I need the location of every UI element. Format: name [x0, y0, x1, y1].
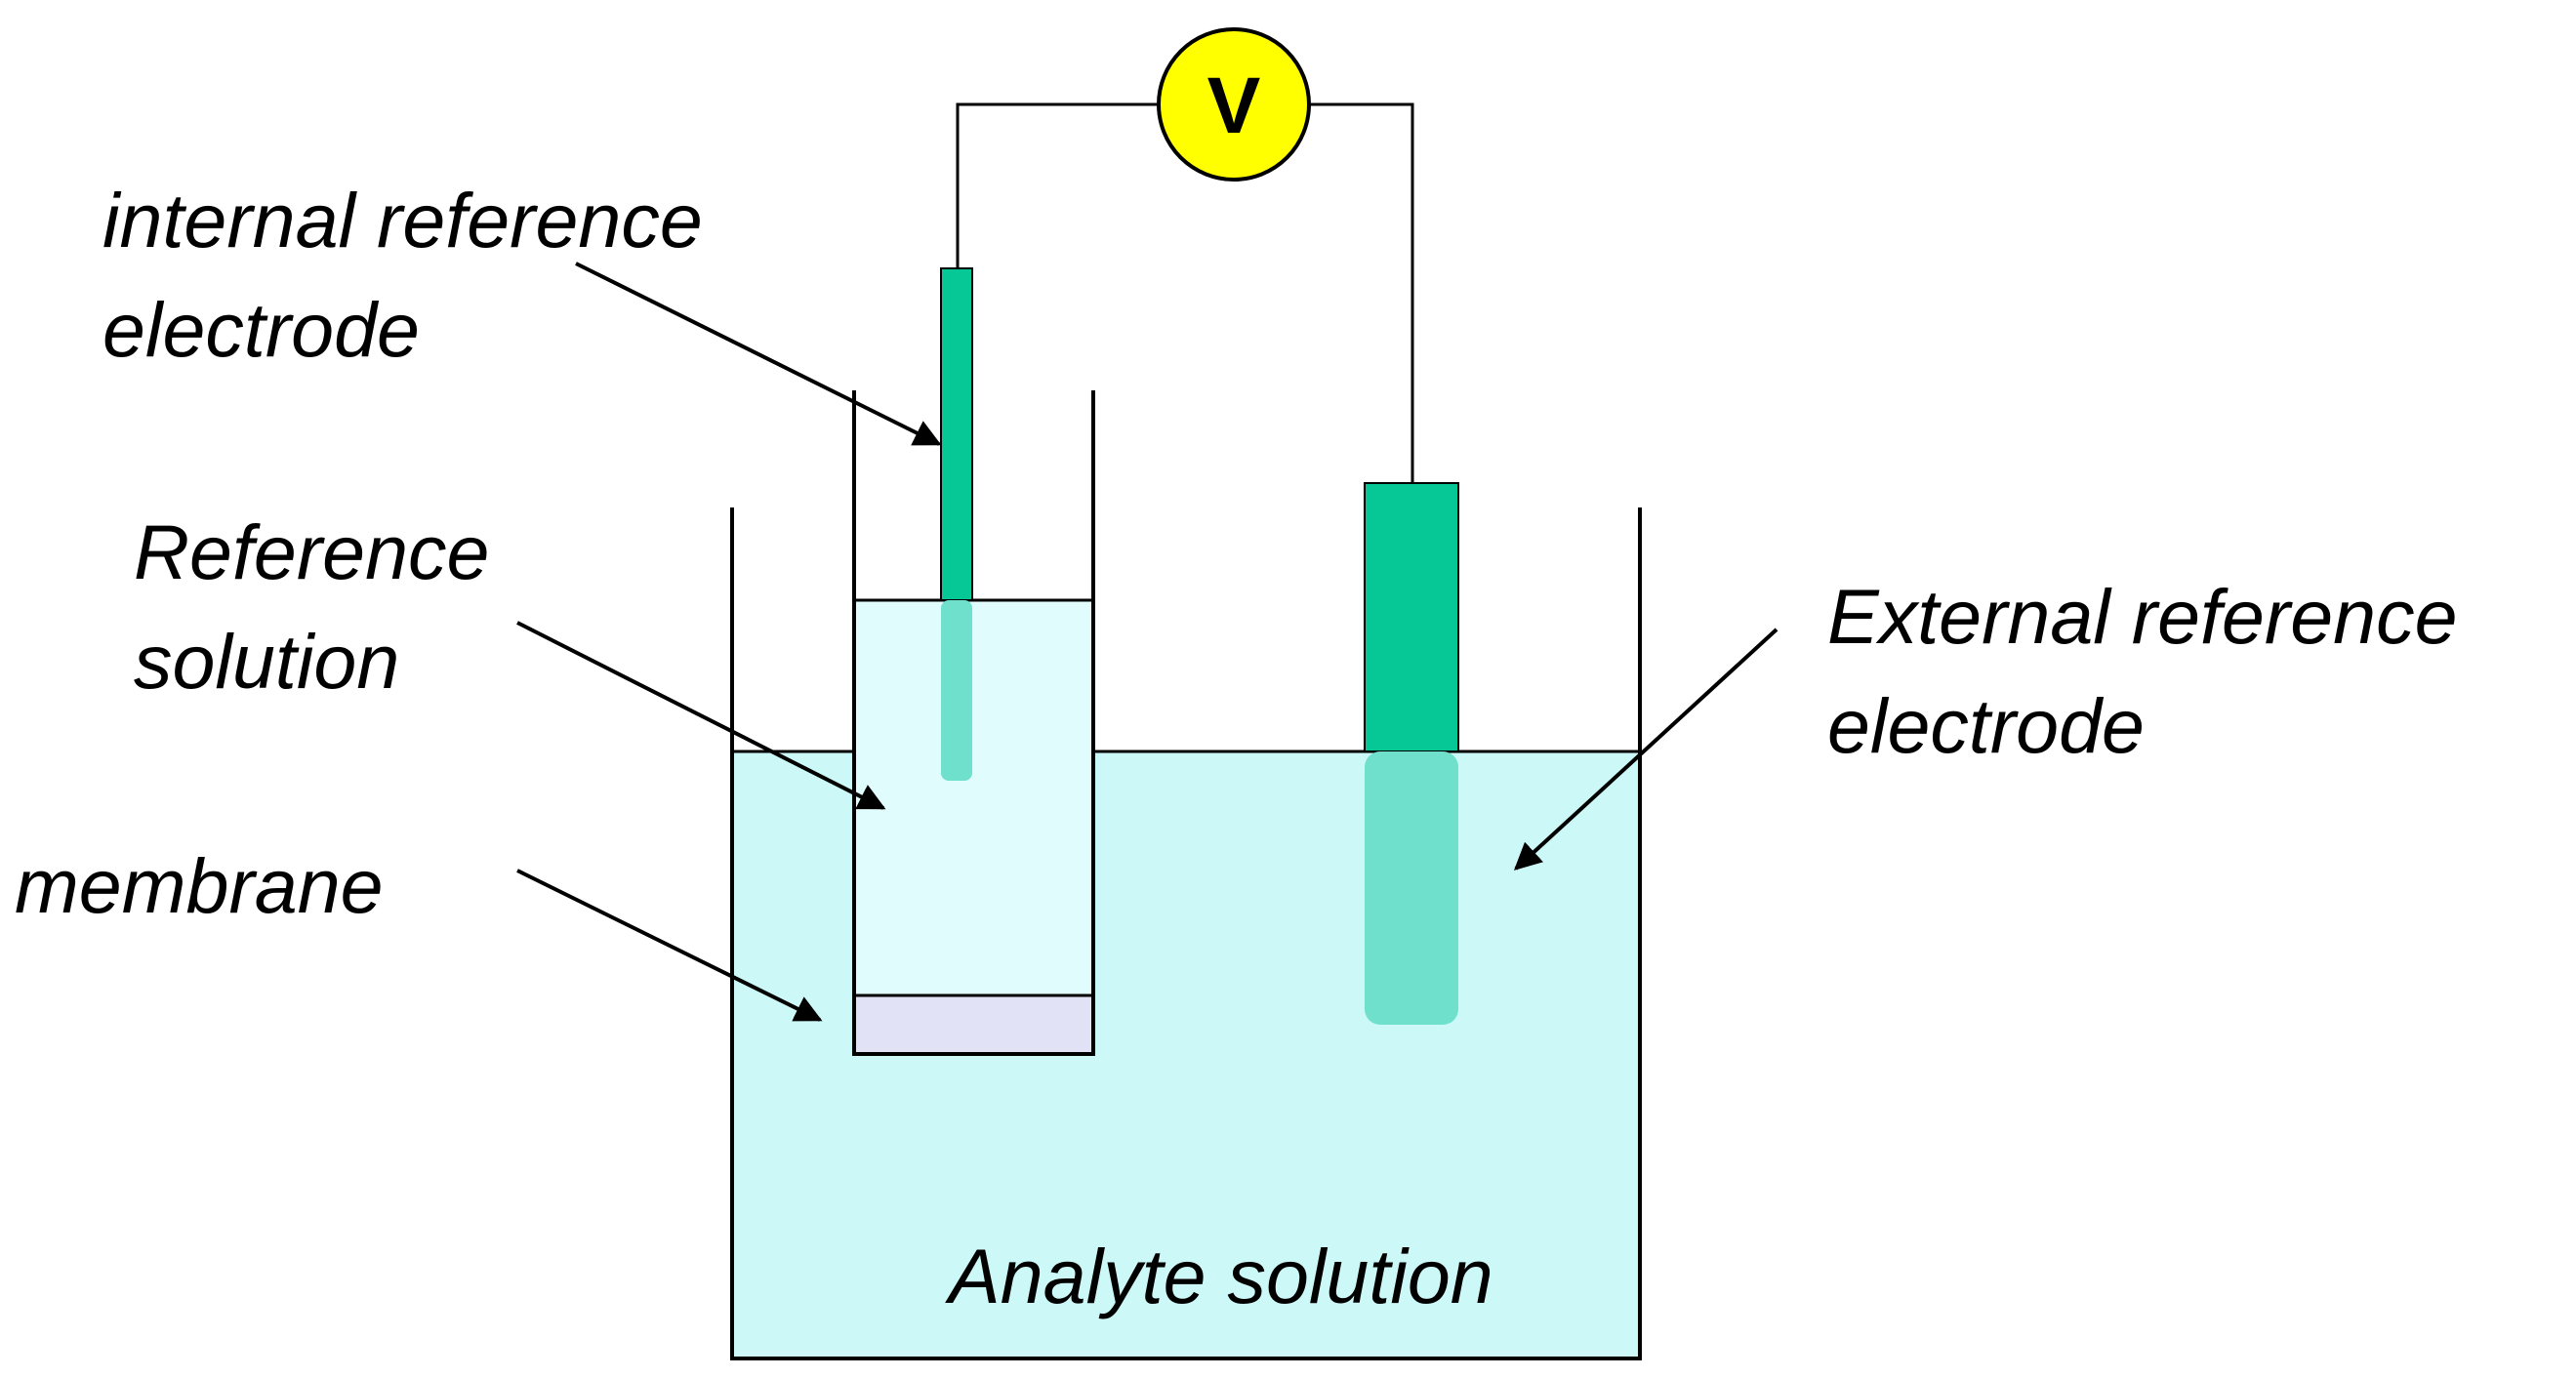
inner-tube: [852, 390, 1095, 1056]
internal-reference-electrode-upper: [940, 267, 973, 601]
voltmeter-symbol: V: [1206, 61, 1261, 150]
external-reference-electrode-upper: [1364, 482, 1459, 752]
arrow-membrane: [516, 869, 823, 1022]
label-internal-reference-electrode: internal reference electrode: [102, 166, 703, 385]
membrane: [852, 993, 1095, 1056]
label-external-reference-electrode-line2: electrode: [1827, 682, 2145, 769]
arrow-internal-reference-electrode: [575, 262, 942, 446]
label-external-reference-electrode: External reference electrode: [1827, 562, 2458, 781]
label-reference-solution-line1: Reference: [134, 508, 490, 595]
internal-reference-electrode-submerged: [941, 600, 972, 781]
wire-external: [1309, 102, 1414, 483]
reference-solution-liquid: [852, 598, 1095, 997]
arrow-external-reference-electrode: [1513, 628, 1779, 871]
label-reference-solution: Reference solution: [134, 498, 490, 716]
arrow-reference-solution: [516, 621, 886, 810]
label-membrane: membrane: [15, 842, 384, 929]
label-internal-reference-electrode-line2: electrode: [102, 286, 420, 373]
outer-beaker: [730, 507, 1642, 1360]
wire-internal: [956, 102, 1159, 268]
label-external-reference-electrode-line1: External reference: [1827, 573, 2458, 660]
label-reference-solution-line2: solution: [134, 618, 400, 705]
label-internal-reference-electrode-line1: internal reference: [102, 177, 703, 263]
external-reference-electrode-submerged: [1365, 751, 1458, 1025]
label-analyte-solution: Analyte solution: [949, 1233, 1493, 1319]
voltmeter: [1157, 27, 1311, 182]
